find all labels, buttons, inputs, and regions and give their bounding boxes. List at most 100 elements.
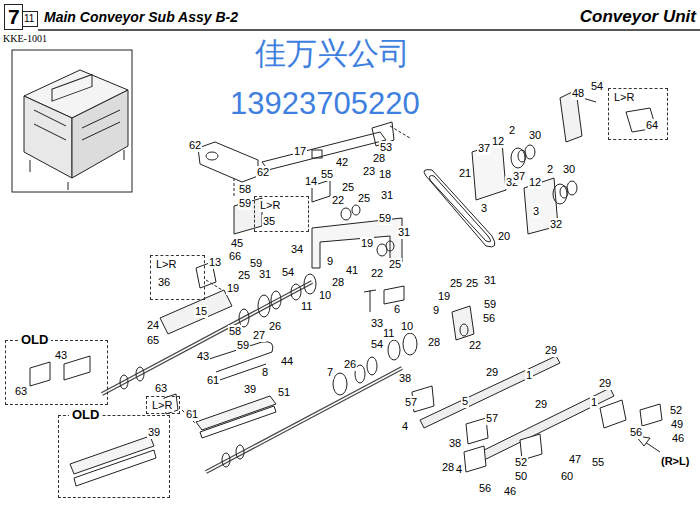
direction-label: (R>L) [661,455,689,468]
callout-number: 28 [441,461,455,474]
callout-number: 25 [465,277,479,290]
callout-number: 19 [360,237,374,250]
callout-number: 29 [598,377,612,390]
callout-number: 29 [544,344,558,357]
box-heading: OLD [18,332,51,347]
callout-number: 66 [228,250,242,263]
callout-number: 42 [335,156,349,169]
box-label: L>R [151,399,174,412]
callout-number: 65 [146,334,160,347]
callout-number: 64 [645,119,659,132]
callout-number: 22 [370,267,384,280]
callout-number: 59 [238,197,252,210]
variant-box: L>R [146,396,180,414]
variant-box: L>R 64 [608,88,668,140]
callout-number: 62 [256,166,270,179]
callout-number: 24 [146,319,160,332]
callout-number: 38 [398,372,412,385]
callout-number: 20 [497,230,511,243]
guide-rails [412,356,662,472]
callout-number: 52 [514,456,528,469]
watermark: 佳万兴公司 [255,36,410,72]
callout-number: 52 [669,404,683,417]
callout-number: 22 [331,194,345,207]
callout-number: 58 [228,325,242,338]
callout-number: 26 [268,320,282,333]
callout-number: 61 [206,374,220,387]
callout-number: 31 [483,274,497,287]
callout-number: 29 [485,366,499,379]
callout-number: 63 [14,385,28,398]
old-version-box: OLD39 [58,415,170,498]
callout-number: 12 [528,176,542,189]
callout-number: 49 [670,418,684,431]
callout-number: 8 [261,366,269,379]
callout-number: 56 [478,482,492,495]
callout-number: 41 [345,264,359,277]
callout-number: 30 [562,163,576,176]
callout-number: 14 [304,175,318,188]
model-code: KKE-1001 [3,33,47,45]
leader-lines [182,178,234,424]
callout-number: 22 [468,339,482,352]
guide-plates [30,342,276,486]
callout-number: 44 [280,355,294,368]
box-label: 7 [8,6,20,28]
callout-number: 2 [546,163,554,176]
callout-number: 5 [461,395,469,408]
callout-number: 62 [188,139,202,152]
callout-number: 55 [320,168,334,181]
callout-number: 4 [455,463,463,476]
callout-number: 57 [404,396,418,409]
callout-number: 58 [238,183,252,196]
callout-number: 28 [331,276,345,289]
watermark: 13923705220 [230,86,420,122]
upper-bar [198,122,410,234]
callout-number: 54 [590,80,604,93]
callout-number: 25 [341,181,355,194]
callout-number: 38 [448,437,462,450]
callout-number: 4 [401,420,409,433]
callout-number: 37 [477,142,491,155]
variant-box: L>R 35 [254,196,309,232]
callout-number: 59 [236,339,250,352]
callout-number: 54 [370,338,384,351]
callout-number: 6 [393,303,401,316]
callout-number: 21 [458,167,472,180]
callout-number: 31 [258,268,272,281]
box-heading: OLD [69,407,102,422]
old-version-box: OLD4363 [5,340,108,405]
callout-number: 19 [226,282,240,295]
lower-shaft [206,306,474,472]
pulley-brackets [472,90,656,234]
callout-number: 32 [549,218,563,231]
callout-number: 10 [400,320,414,333]
callout-number: 35 [262,215,276,228]
box-label: L>R [259,199,282,212]
callout-number: 29 [534,398,548,411]
box-label: L>R [613,91,636,104]
callout-number: 56 [629,426,643,439]
callout-number: 26 [343,358,357,371]
callout-number: 59 [483,298,497,311]
callout-number: 17 [293,145,307,158]
callout-number: 59 [378,212,392,225]
callout-number: 50 [514,470,528,483]
callout-number: 46 [503,485,517,498]
page-number-box: 7 [4,4,23,30]
callout-number: 51 [277,386,291,399]
callout-number: 36 [157,276,171,289]
callout-number: 25 [449,277,463,290]
box-label: 11 [24,13,34,25]
callout-number: 1 [590,396,598,409]
callout-number: 37 [512,170,526,183]
header-rule [38,29,700,31]
callout-number: 23 [362,165,376,178]
callout-number: 2 [508,124,516,137]
callout-number: 28 [372,152,386,165]
callout-number: 25 [237,269,251,282]
sheet-number-box: 11 [22,11,38,27]
callout-number: 7 [326,366,334,379]
callout-number: 39 [147,426,161,439]
